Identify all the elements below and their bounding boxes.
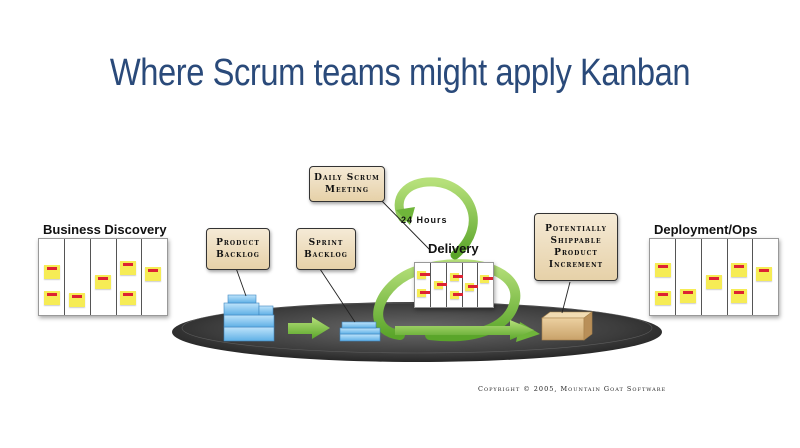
sticky-note bbox=[655, 263, 671, 277]
sprint-backlog-callout: Sprint Backlog bbox=[296, 228, 356, 270]
daily-loop-arrowhead bbox=[396, 207, 415, 225]
sticky-note bbox=[480, 275, 493, 283]
delivery-label: Delivery bbox=[428, 241, 479, 256]
sprint-backlog-connector bbox=[317, 265, 356, 323]
delivery-board bbox=[414, 262, 494, 308]
sticky-note bbox=[465, 283, 478, 291]
product-backlog-stack bbox=[223, 294, 275, 342]
flow-arrow-1 bbox=[288, 317, 330, 339]
sticky-note bbox=[44, 265, 60, 279]
flow-arrow-2 bbox=[395, 320, 534, 340]
business-discovery-board bbox=[38, 238, 168, 316]
hours-label: 24 Hours bbox=[401, 215, 448, 225]
sticky-note bbox=[120, 261, 136, 275]
deployment-ops-board bbox=[649, 238, 779, 316]
increment-callout: Potentially Shippable Product Increment bbox=[534, 213, 618, 281]
sticky-note bbox=[120, 291, 136, 305]
product-backlog-connector bbox=[235, 267, 247, 297]
sticky-note bbox=[731, 263, 747, 277]
product-increment-box bbox=[541, 311, 593, 341]
business-discovery-label: Business Discovery bbox=[43, 222, 167, 237]
sticky-note bbox=[450, 273, 463, 281]
copyright: Copyright © 2005, Mountain Goat Software bbox=[478, 385, 667, 393]
sticky-note bbox=[417, 289, 430, 297]
daily-scrum-callout: Daily Scrum Meeting bbox=[309, 166, 385, 202]
product-backlog-callout: Product Backlog bbox=[206, 228, 270, 270]
sticky-note bbox=[450, 291, 463, 299]
sticky-note bbox=[706, 275, 722, 289]
sprint-backlog-stack bbox=[339, 321, 381, 342]
sticky-note bbox=[731, 289, 747, 303]
sticky-note bbox=[655, 291, 671, 305]
sticky-note bbox=[44, 291, 60, 305]
sticky-note bbox=[95, 275, 111, 289]
sticky-note bbox=[434, 281, 447, 289]
increment-connector bbox=[561, 281, 571, 314]
sticky-note bbox=[69, 293, 85, 307]
slide-title: Where Scrum teams might apply Kanban bbox=[109, 52, 691, 94]
daily-scrum-connector bbox=[377, 196, 431, 251]
deployment-ops-label: Deployment/Ops bbox=[654, 222, 758, 237]
sticky-note bbox=[417, 271, 430, 279]
sticky-note bbox=[680, 289, 696, 303]
daily-loop-arrow bbox=[394, 177, 478, 260]
sticky-note bbox=[145, 267, 161, 281]
sticky-note bbox=[756, 267, 772, 281]
